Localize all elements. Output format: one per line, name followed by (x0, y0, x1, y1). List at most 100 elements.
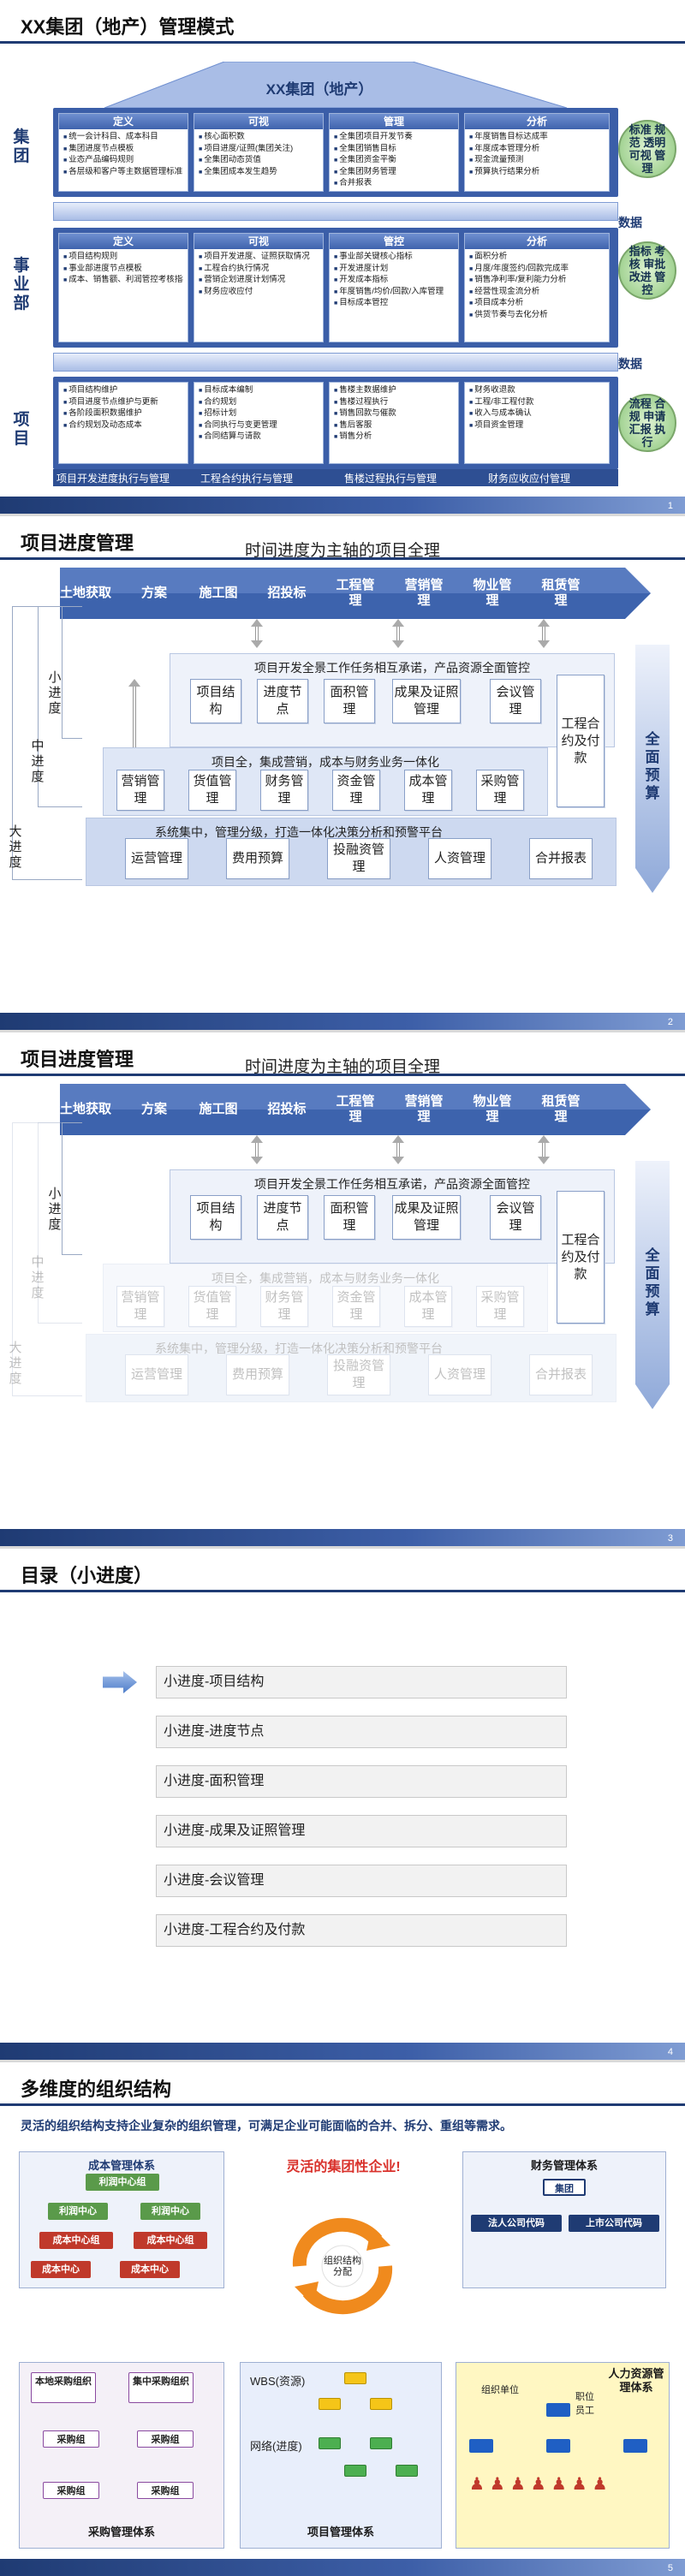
group-col-visible: 可视 核心面积数项目进度/证照(集团关注)全集团动态货值全集团成本发生趋势 (194, 113, 324, 192)
data-tag: 数据 (618, 357, 642, 371)
toc-item[interactable]: 小进度-面积管理 (156, 1765, 567, 1798)
hr-unit-node (546, 2403, 570, 2417)
box-goods-value[interactable]: 货值管理 (188, 770, 236, 811)
panel-mid-progress: 项目全，集成营销，成本与财务业务一体化 (103, 747, 548, 816)
box-meeting-management[interactable]: 会议管理 (490, 1195, 541, 1240)
faded-lower-panels: 项目全，集成营销，成本与财务业务一体化 营销管理 货值管理 财务管理 资金管理 … (0, 1032, 685, 1546)
wbs-node (319, 2398, 341, 2410)
bottom-label: 财务应收应付管理 (488, 473, 571, 485)
box-contract-payment[interactable]: 工程合约及付款 (557, 1191, 605, 1324)
group-col-analyze: 分析 年度销售目标达成率年度成本管理分析现金流量预测预算执行结果分析 (464, 113, 610, 192)
box-marketing[interactable]: 营销管理 (116, 770, 164, 811)
timeline-step: 施工图 (199, 1102, 238, 1116)
slide-progress-management-small: 项目进度管理 时间进度为主轴的项目全理 土地获取 方案 施工图 招投标 工程管理… (0, 1032, 685, 1546)
mid-progress-label: 中进度 (31, 1255, 45, 1300)
box-finance[interactable]: 财务管理 (260, 770, 308, 811)
current-item-arrow-icon (103, 1671, 137, 1693)
box-marketing: 营销管理 (116, 1286, 164, 1327)
hr-people-icon: ♟♟♟♟♟♟♟ (469, 2475, 613, 2494)
box-progress-node[interactable]: 进度节点 (257, 679, 308, 723)
timeline-step: 方案 (140, 586, 167, 600)
bu-col-control: 管控 事业部关键核心指标开发进度计划开发成本指标年度销售/均价/回款/入库管理目… (329, 233, 459, 342)
center-slogan: 灵活的集团性企业! (286, 2160, 401, 2174)
timeline-step: 工程管理 (336, 578, 375, 608)
toc-item[interactable]: 小进度-项目结构 (156, 1666, 567, 1698)
org-node: 采购组 (43, 2482, 99, 2499)
box-cost[interactable]: 成本管理 (404, 770, 452, 811)
box-investment: 投融资管理 (327, 1354, 390, 1395)
roof-shape (104, 62, 568, 108)
org-node: 成本中心 (31, 2261, 91, 2278)
footer-bar: 2 (0, 1013, 685, 1030)
double-arrow-icon (251, 619, 263, 648)
box-purchase[interactable]: 采购管理 (476, 770, 524, 811)
box-meeting-management[interactable]: 会议管理 (490, 679, 541, 723)
timeline-step: 招投标 (267, 586, 307, 600)
box-operation: 运营管理 (125, 1354, 188, 1395)
box-expense-budget: 费用预算 (226, 1354, 289, 1395)
box-operation[interactable]: 运营管理 (125, 838, 188, 879)
box-area-management[interactable]: 面积管理 (324, 1195, 375, 1240)
box-hr[interactable]: 人资管理 (428, 838, 491, 879)
budget-arrow: 全面预算 (635, 645, 670, 893)
bottom-label: 售楼过程执行与管理 (344, 473, 438, 485)
title-rule (0, 41, 685, 44)
box-area-management[interactable]: 面积管理 (324, 679, 375, 723)
bracket-large (12, 606, 82, 880)
box-expense-budget[interactable]: 费用预算 (226, 838, 289, 879)
timeline-step: 工程管理 (336, 1094, 375, 1124)
box-purchase: 采购管理 (476, 1286, 524, 1327)
side-circle-execute: 流程 合规 申请 汇报 执行 (618, 394, 676, 452)
project-system-panel (240, 2362, 442, 2549)
timeline-step: 方案 (140, 1102, 167, 1116)
box-investment[interactable]: 投融资管理 (327, 838, 390, 879)
double-arrow-icon (392, 619, 404, 648)
box-progress-node[interactable]: 进度节点 (257, 1195, 308, 1240)
hr-unit-node (469, 2439, 493, 2453)
timeline-step: 租赁管理 (541, 1094, 581, 1124)
bu-col-visible: 可视 项目开发进度、证照获取情况工程合约执行情况营销企划进度计划情况财务应收应付 (194, 233, 324, 342)
budget-arrow: 全面预算 (635, 1161, 670, 1409)
box-project-structure[interactable]: 项目结构 (190, 679, 241, 723)
org-node: 法人公司代码 (471, 2215, 562, 2232)
toc-item[interactable]: 小进度-成果及证照管理 (156, 1815, 567, 1847)
small-progress-label: 小进度 (48, 1187, 62, 1232)
panel-large-progress: 系统集中，管理分级，打造一体化决策分析和预警平台 (86, 1334, 616, 1402)
org-node: 利润中心 (140, 2203, 200, 2220)
timeline-step: 招投标 (267, 1102, 307, 1116)
beam-1 (53, 202, 618, 221)
page-number: 1 (667, 501, 673, 511)
toc-item[interactable]: 小进度-进度节点 (156, 1716, 567, 1748)
box-project-structure[interactable]: 项目结构 (190, 1195, 241, 1240)
timeline-arrow (60, 568, 651, 619)
slide-title: 多维度的组织结构 (21, 2079, 172, 2100)
box-results-certificates[interactable]: 成果及证照管理 (392, 1195, 461, 1240)
box-results-certificates[interactable]: 成果及证照管理 (392, 679, 461, 723)
hr-org-unit-label: 组织单位 (481, 2385, 519, 2395)
title-rule (0, 1590, 685, 1592)
project-col-4: 财务收退款工程/非工程付款收入与成本确认项目资金管理 (464, 382, 610, 464)
network-node (370, 2437, 392, 2449)
large-progress-label: 大进度 (9, 824, 22, 870)
toc-item[interactable]: 小进度-会议管理 (156, 1865, 567, 1897)
title-rule (0, 557, 685, 560)
box-consolidated-report[interactable]: 合并报表 (529, 838, 593, 879)
slide-toc: 目录（小进度） 小进度-项目结构 小进度-进度节点 小进度-面积管理 小进度-成… (0, 1549, 685, 2060)
page-number: 2 (667, 1017, 673, 1027)
timeline-step: 租赁管理 (541, 578, 581, 608)
timeline-arrow (60, 1084, 651, 1135)
network-node (319, 2437, 341, 2449)
timeline-steps: 土地获取 方案 施工图 招投标 工程管理 营销管理 物业管理 租赁管理 (60, 568, 651, 619)
bracket-small (62, 1122, 82, 1255)
timeline-steps: 土地获取 方案 施工图 招投标 工程管理 营销管理 物业管理 租赁管理 (60, 1084, 651, 1135)
bracket-large (12, 1122, 82, 1396)
toc-item[interactable]: 小进度-工程合约及付款 (156, 1914, 567, 1947)
hr-position-label: 职位 (575, 2392, 594, 2402)
slide-title: 目录（小进度） (21, 1565, 153, 1586)
network-node (396, 2465, 418, 2477)
footer-bar: 3 (0, 1529, 685, 1546)
box-contract-payment[interactable]: 工程合约及付款 (557, 675, 605, 807)
box-funds[interactable]: 资金管理 (332, 770, 380, 811)
org-node: 集中采购组织 (128, 2372, 194, 2403)
double-arrow-icon (538, 1135, 550, 1164)
